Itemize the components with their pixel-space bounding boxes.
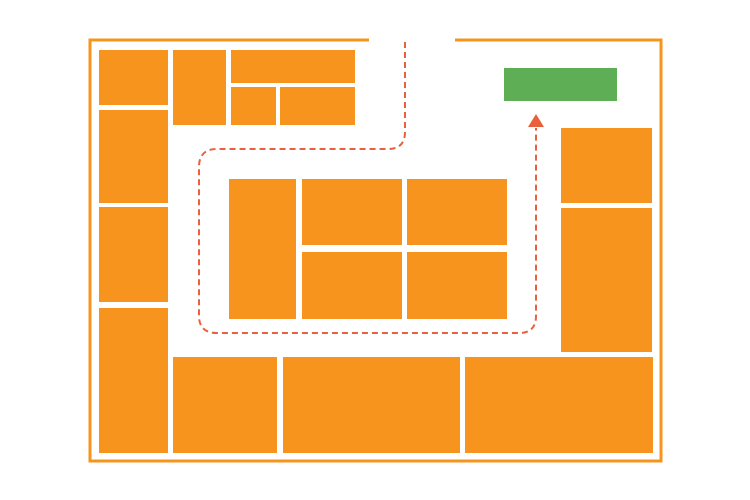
shopper-route xyxy=(198,42,537,334)
fixture-center-1 xyxy=(229,179,296,319)
fixture-left-4 xyxy=(99,308,168,453)
fixture-center-2 xyxy=(302,179,402,245)
checkout-counter xyxy=(504,68,617,101)
entrance-gap xyxy=(369,36,455,44)
route-arrowhead xyxy=(528,114,544,127)
fixture-top-4 xyxy=(280,87,355,125)
fixture-right-2 xyxy=(561,208,652,352)
fixture-bottom-3 xyxy=(465,357,653,453)
fixture-bottom-1 xyxy=(173,357,277,453)
fixture-bottom-2 xyxy=(283,357,460,453)
fixture-left-1 xyxy=(99,50,168,105)
fixture-center-3 xyxy=(407,179,507,245)
fixture-top-2 xyxy=(231,50,355,83)
fixture-right-1 xyxy=(561,128,652,203)
fixture-top-3 xyxy=(231,87,276,125)
fixture-left-3 xyxy=(99,207,168,302)
fixture-center-4 xyxy=(302,252,402,319)
fixture-left-2 xyxy=(99,110,168,203)
fixture-top-1 xyxy=(173,50,226,125)
fixture-center-5 xyxy=(407,252,507,319)
